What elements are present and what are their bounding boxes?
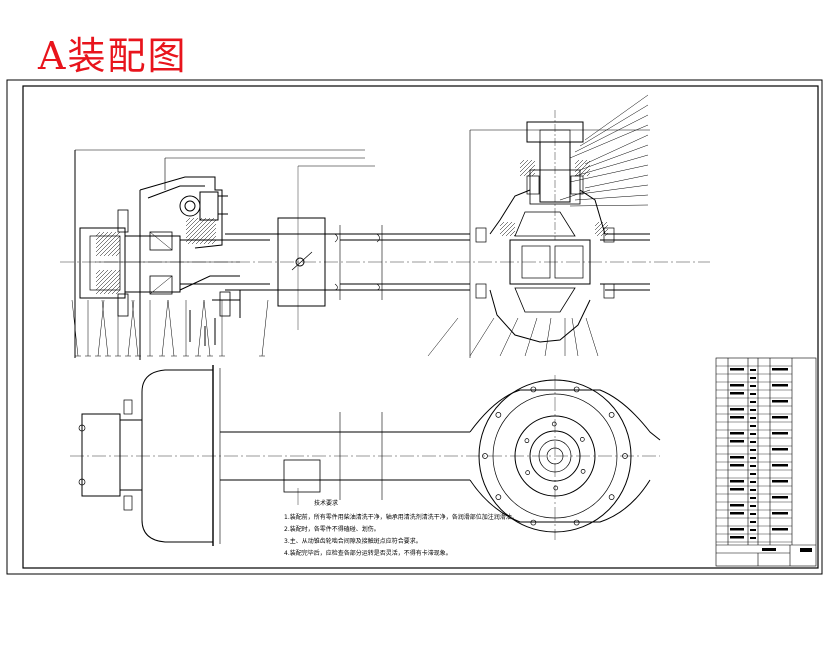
inner-frame — [22, 85, 819, 569]
title-block — [715, 357, 817, 567]
axle-tube — [270, 166, 470, 330]
note-line-4: 4.装配完毕后，应检查各部分运转是否灵活，不得有卡滞现象。 — [284, 550, 452, 557]
outer-frame — [6, 79, 823, 575]
title-block-cells — [730, 368, 812, 552]
wheel-hub-section — [74, 149, 375, 360]
note-line-3: 3.主、从动锥齿轮啮合间隙及接触斑点应符合要求。 — [284, 538, 422, 545]
leader-lines — [71, 94, 649, 357]
note-line-2: 2.装配时，各零件不得磕碰、划伤。 — [284, 526, 380, 533]
housing-top-view — [469, 375, 661, 540]
note-line-1: 1.装配前，所有零件用柴油清洗干净，轴承用清洗剂清洗干净，各润滑部位加注润滑油。 — [284, 514, 518, 521]
section-hatching — [95, 159, 609, 295]
differential-section — [469, 110, 650, 358]
title-block-rows — [716, 365, 792, 543]
drum-side-view — [70, 365, 660, 546]
notes-heading: 技术要求 — [314, 500, 339, 507]
page-title: A装配图 — [38, 34, 188, 78]
